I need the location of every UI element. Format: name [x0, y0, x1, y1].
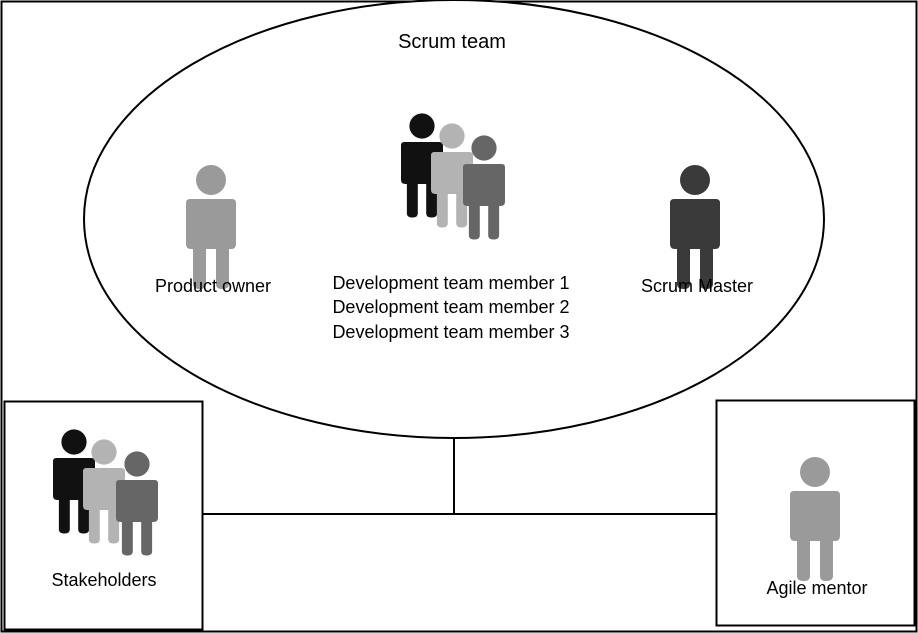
agile-mentor-box [715, 399, 916, 627]
development-team-member-1: Development team member 1 [332, 273, 569, 293]
development-team-member-2: Development team member 2 [332, 297, 569, 317]
agile-mentor-label: Agile mentor [766, 578, 867, 598]
scrum-master-label: Scrum Master [641, 276, 753, 296]
stakeholders-box [3, 400, 204, 631]
scrum-team-title: Scrum team [398, 31, 506, 53]
development-team-member-3: Development team member 3 [332, 322, 569, 342]
scrum-team-ellipse [83, 0, 825, 439]
product-owner-label: Product owner [155, 276, 271, 296]
stakeholders-label: Stakeholders [51, 570, 156, 590]
